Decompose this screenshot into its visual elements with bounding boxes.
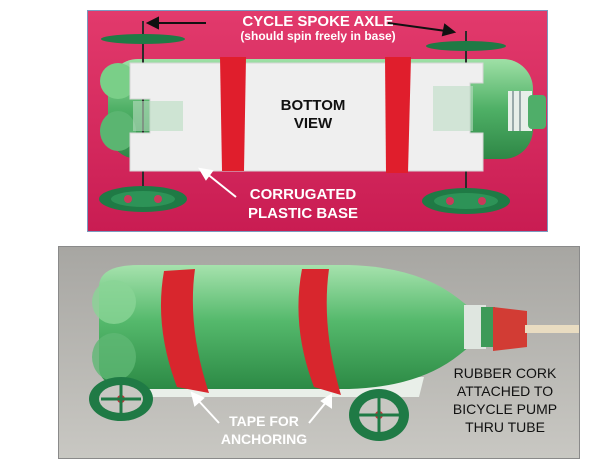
tape-label-1: TAPE FOR (229, 413, 299, 429)
tape-band-left (160, 269, 209, 393)
base-label-2: PLASTIC BASE (247, 205, 358, 222)
rubber-cork (493, 307, 527, 351)
cork-label-4: THRU TUBE (465, 419, 545, 435)
axle-title-label: CYCLE SPOKE AXLE (242, 13, 394, 30)
bottle-lobe (100, 63, 136, 99)
wheel-front-left (89, 377, 153, 421)
axle-arrow-left (145, 16, 206, 30)
cork-label-3: BICYCLE PUMP (452, 401, 558, 417)
wheel-top-left (101, 34, 185, 44)
tape-arrow-right (308, 393, 332, 424)
top-photo-image (88, 11, 547, 231)
base-label-1: CORRUGATED (249, 186, 357, 203)
bottom-view-label-1: BOTTOM (280, 97, 346, 114)
base-arrow (198, 167, 237, 198)
bottle-mouth (528, 95, 546, 129)
bottle-lobe (100, 111, 136, 151)
tape-band-right (298, 269, 341, 395)
top-photo: CYCLE SPOKE AXLE (should spin freely in … (87, 10, 548, 232)
bottle-body (99, 265, 469, 389)
bottom-view-label-2: VIEW (293, 115, 333, 132)
tape-band-left (220, 57, 246, 171)
cork-label-1: RUBBER CORK (453, 365, 557, 381)
wheel-bottom-right (422, 188, 510, 214)
pump-tube (525, 325, 579, 333)
tape-band-right (385, 57, 411, 173)
bottom-photo-image (59, 247, 579, 458)
cork-label-2: ATTACHED TO (456, 383, 554, 399)
wheel-top-right (426, 41, 506, 51)
bottom-photo: TAPE FOR ANCHORING RUBBER CORK ATTACHED … (58, 246, 580, 459)
tape-label-2: ANCHORING (220, 431, 308, 447)
tape-arrow-left (190, 391, 220, 424)
bottle-neck-ring (464, 305, 486, 349)
axle-note-label: (should spin freely in base) (240, 29, 396, 43)
bottle-thread (481, 307, 495, 347)
wheel-rear-right (349, 389, 409, 441)
wheel-bottom-left (99, 186, 187, 212)
axle-arrow-right (387, 22, 457, 37)
